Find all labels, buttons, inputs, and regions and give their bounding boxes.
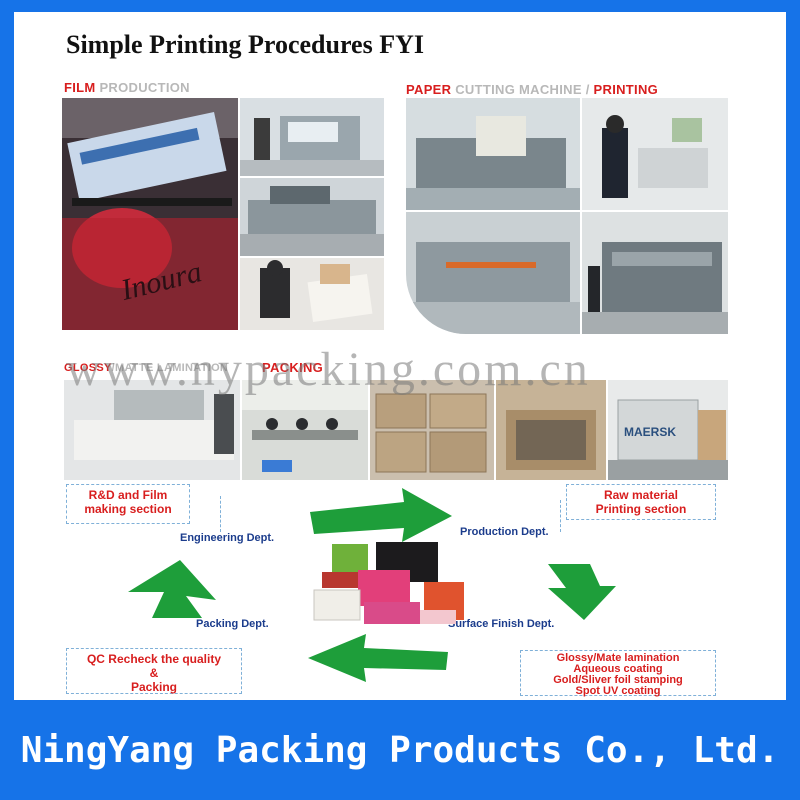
rd-line-2: making section — [84, 502, 172, 516]
packing-workshop-photo — [242, 380, 368, 480]
paper-label-grey: CUTTING MACHINE / — [451, 82, 594, 97]
cutting-line-photo — [406, 212, 580, 334]
press-operator-image — [582, 98, 728, 210]
packaging-products-image — [313, 542, 464, 624]
press-operator-photo — [582, 98, 728, 210]
page-title: Simple Printing Procedures FYI — [66, 30, 424, 59]
surface-line-4: Spot UV coating — [575, 685, 661, 697]
raw-line-1: Raw material — [603, 488, 679, 502]
carton-stack-photo — [370, 380, 494, 480]
lamination-machine-image — [64, 380, 240, 480]
film-inspection-photo — [240, 258, 384, 330]
packing-dept-label: Packing Dept. — [196, 618, 269, 630]
surface-finish-dept-label: Surface Finish Dept. — [448, 618, 555, 630]
glossy-label-grey: /MATTE LAMINATION — [111, 362, 229, 374]
offset-press-photo — [582, 212, 728, 334]
cutting-machine-photo-1 — [240, 98, 384, 176]
carton-detail-photo — [496, 380, 606, 480]
arrow-surface-to-packing — [308, 634, 448, 682]
content-sheet: Simple Printing Procedures FYI FILM PROD… — [14, 12, 786, 700]
glossy-lamination-label: GLOSSY/MATTE LAMINATION — [64, 362, 228, 374]
process-arrows — [128, 488, 616, 682]
printing-hall-photo — [406, 98, 580, 210]
carton-detail-image — [496, 380, 606, 480]
film-inspection-image — [240, 258, 384, 330]
surface-line-1: Glossy/Mate lamination — [556, 652, 680, 664]
qc-recheck-box: QC Recheck the quality & Packing — [66, 648, 242, 694]
film-label-grey: PRODUCTION — [95, 80, 190, 95]
engineering-dept-label: Engineering Dept. — [180, 532, 275, 544]
cutting-machine-photo-2 — [240, 178, 384, 256]
paper-label-red: PAPER — [406, 82, 452, 97]
production-dept-label: Production Dept. — [460, 526, 549, 538]
raw-material-box: Raw material Printing section — [566, 484, 716, 520]
container-brand-text: MAERSK — [624, 425, 676, 439]
container-truck-image: MAERSK — [608, 380, 728, 480]
film-press-image: Inoura — [62, 98, 238, 330]
qc-line-3: Packing — [130, 680, 178, 694]
rd-line-1: R&D and Film — [88, 488, 168, 502]
cutting-machine-image-2 — [240, 178, 384, 256]
packing-workshop-image — [242, 380, 368, 480]
container-truck-photo: MAERSK — [608, 380, 728, 480]
company-footer: NingYang Packing Products Co., Ltd. — [0, 700, 800, 800]
surface-line-2: Aqueous coating — [573, 663, 663, 675]
packing-label: PACKING — [262, 360, 324, 375]
company-name: NingYang Packing Products Co., Ltd. — [20, 729, 780, 771]
glossy-label-red: GLOSSY — [64, 362, 112, 374]
raw-line-2: Printing section — [595, 502, 687, 516]
offset-press-image — [582, 212, 728, 334]
cutting-line-image — [406, 212, 580, 334]
rd-film-box: R&D and Film making section — [66, 484, 190, 524]
arrow-engineering-to-production — [310, 488, 452, 542]
surface-line-3: Gold/Sliver foil stamping — [553, 674, 683, 686]
qc-line-2: & — [149, 666, 159, 680]
printing-label-red: PRINTING — [593, 82, 659, 97]
paper-cutting-label: PAPER CUTTING MACHINE / PRINTING — [406, 82, 658, 97]
engineering-leader-line — [220, 496, 221, 532]
qc-line-1: QC Recheck the quality — [86, 652, 222, 666]
carton-stack-image — [370, 380, 494, 480]
cutting-machine-image-1 — [240, 98, 384, 176]
film-press-photo: Inoura — [62, 98, 238, 330]
lamination-machine-photo — [64, 380, 240, 480]
film-production-label: FILM PRODUCTION — [64, 80, 190, 95]
arrow-production-to-surface — [548, 564, 616, 620]
surface-finish-box: Glossy/Mate lamination Aqueous coating G… — [520, 650, 716, 697]
arrow-packing-to-engineering — [128, 560, 216, 618]
production-leader-line — [560, 500, 561, 532]
printing-hall-image — [406, 98, 580, 210]
film-label-red: FILM — [64, 80, 96, 95]
website-watermark: www.nypacking.com.cn — [66, 343, 591, 396]
